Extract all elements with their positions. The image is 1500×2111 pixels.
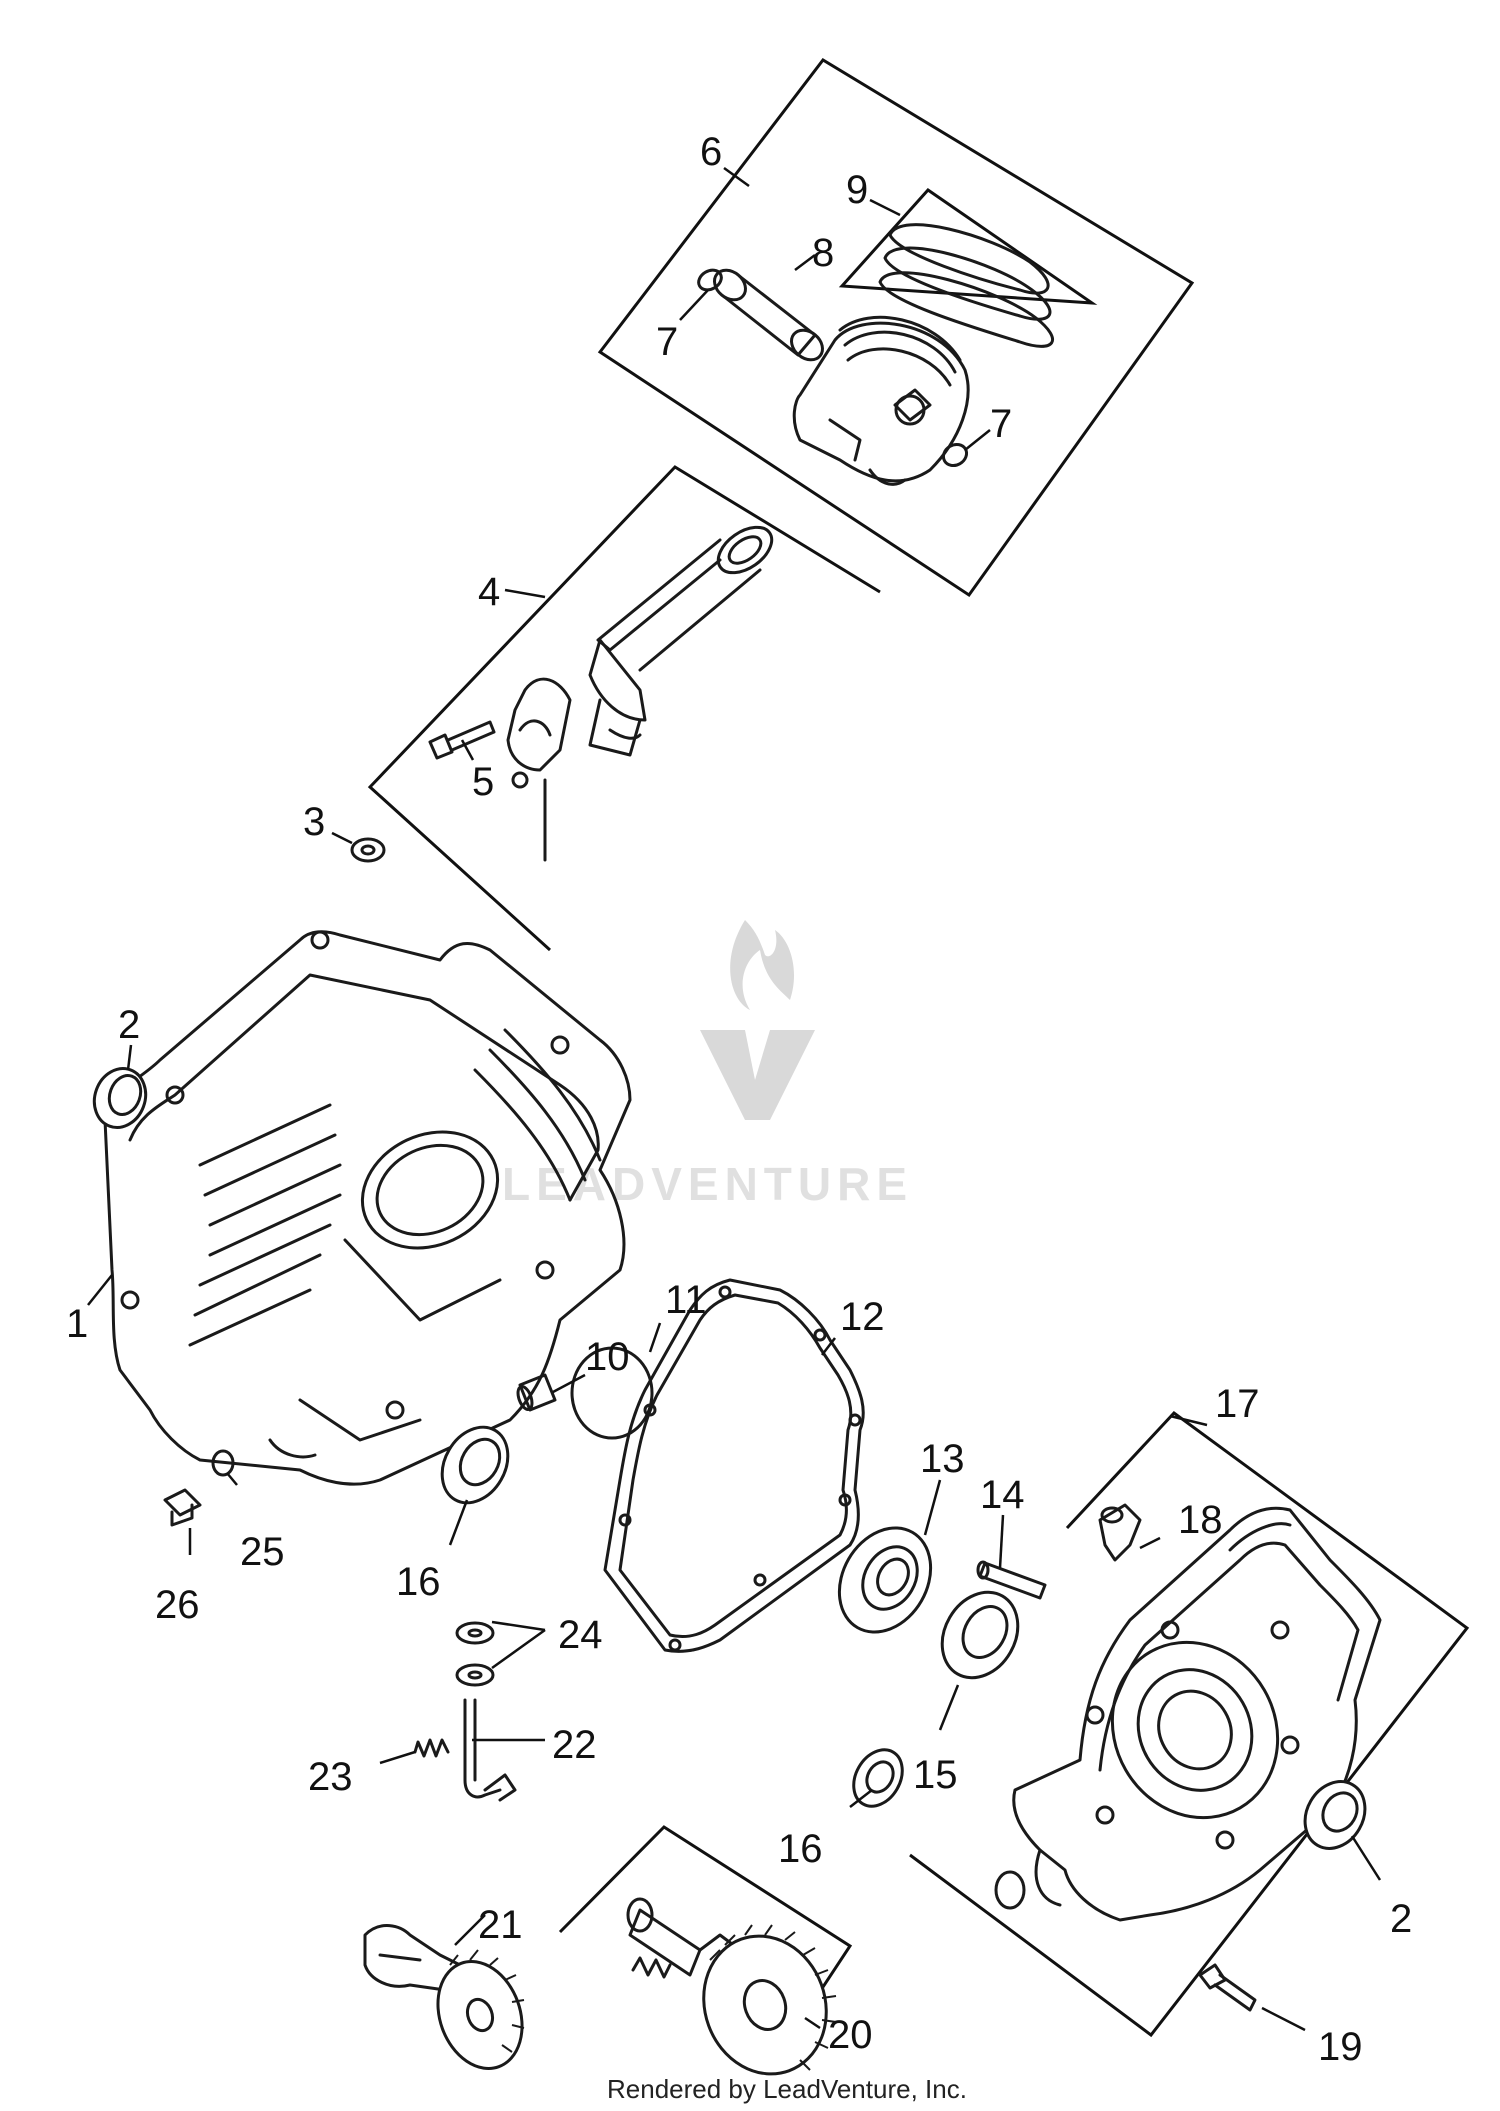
callout-5: 5: [472, 760, 494, 804]
callout-15: 15: [913, 1753, 958, 1797]
callout-2-right: 2: [1390, 1897, 1412, 1941]
leadventure-watermark: LEADVENTURE: [502, 920, 907, 1210]
governor-spring: [413, 1738, 450, 1758]
callout-2-left: 2: [118, 1003, 140, 1047]
callout-9: 9: [846, 168, 868, 212]
callout-19: 19: [1318, 2025, 1363, 2069]
callout-10: 10: [585, 1335, 630, 1379]
callout-26: 26: [155, 1583, 200, 1627]
callout-16-lower: 16: [778, 1827, 823, 1871]
governor-shaft: [463, 1698, 517, 1802]
camshaft: [626, 1897, 837, 2076]
camshaft-spring: [631, 1956, 672, 1979]
o-ring: [570, 1346, 654, 1440]
callout-7-right: 7: [990, 402, 1012, 446]
callout-labels: 6 9 8 7 7 4 5 3 2 1 10 11 12 13 14 15 16…: [66, 130, 1412, 2069]
leader-lines: [87, 166, 1382, 2032]
cover-bolt: [1198, 1963, 1257, 2012]
circlip-left: [697, 268, 723, 292]
crankcase: [103, 930, 632, 1486]
connecting-rod-group: [367, 465, 881, 952]
governor-washers: [455, 1621, 495, 1687]
callout-23: 23: [308, 1755, 353, 1799]
rod-cap: [506, 677, 572, 862]
callout-13: 13: [920, 1437, 965, 1481]
oil-seal-center: [940, 1590, 1020, 1680]
rod-bolt: [428, 720, 496, 760]
bearing-left: [440, 1425, 510, 1505]
crankcase-cover-group: [909, 1411, 1470, 2038]
crankcase-gasket: [603, 1278, 865, 1653]
callout-1: 1: [66, 1302, 88, 1346]
key-pin: [976, 1560, 1047, 1600]
callout-7-left: 7: [656, 320, 678, 364]
callout-12: 12: [840, 1295, 885, 1339]
footer-credit: Rendered by LeadVenture, Inc.: [607, 2074, 967, 2104]
callout-8: 8: [812, 231, 834, 275]
callout-22: 22: [552, 1723, 597, 1767]
callout-3: 3: [303, 800, 325, 844]
callout-11: 11: [665, 1278, 707, 1322]
dowel-pin: [516, 1373, 557, 1412]
oil-seal-left: [92, 1067, 148, 1129]
callout-24: 24: [558, 1613, 603, 1657]
callout-17: 17: [1215, 1382, 1260, 1426]
callout-20: 20: [828, 2013, 873, 2057]
callout-16-left: 16: [396, 1560, 441, 1604]
crankcase-cover: [994, 1506, 1382, 1922]
camshaft-group: [558, 1825, 853, 2076]
callout-21: 21: [478, 1903, 523, 1947]
piston: [792, 315, 970, 486]
main-bearing: [837, 1526, 933, 1634]
callout-6: 6: [700, 130, 722, 174]
piston-rings: [878, 223, 1055, 348]
washer: [211, 1449, 235, 1477]
drain-bolt: [163, 1488, 202, 1527]
connecting-rod: [588, 525, 774, 757]
callout-25: 25: [240, 1530, 285, 1574]
balancer-shaft: [363, 1924, 525, 2070]
callout-4: 4: [478, 570, 500, 614]
piston-assembly-group: [597, 58, 1195, 598]
piston-pin: [713, 268, 824, 362]
bearing-lower: [852, 1748, 904, 1808]
nut: [350, 837, 386, 863]
callout-14: 14: [980, 1473, 1025, 1517]
oil-seal-right: [1303, 1780, 1367, 1850]
breather-plug: [1098, 1503, 1142, 1562]
callout-18: 18: [1178, 1498, 1223, 1542]
